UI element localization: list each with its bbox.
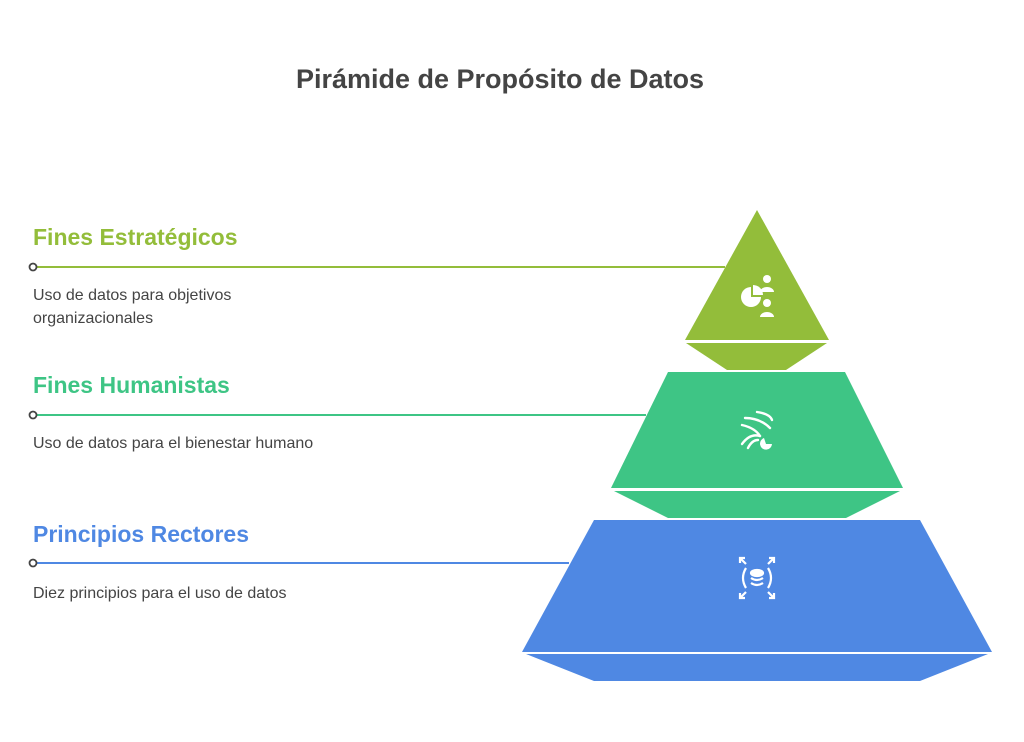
pyramid-level-principles — [522, 520, 992, 681]
pyramid-level-strategic — [685, 210, 829, 370]
connector-strategic — [28, 262, 725, 272]
data-flow-pie-icon — [740, 410, 774, 450]
level-description-strategic: Uso de datos para objetivos organizacion… — [33, 287, 232, 327]
connector-principles — [28, 558, 569, 568]
level-description-principles: Diez principios para el uso de datos — [33, 585, 287, 602]
pie-chart-people-icon — [741, 275, 774, 317]
connector-humanist — [28, 410, 646, 420]
database-expand-icon — [738, 556, 776, 600]
level-heading-strategic: Fines Estratégicos — [33, 224, 238, 250]
pyramid-level-humanist — [611, 372, 903, 518]
page-title: Pirámide de Propósito de Datos — [295, 64, 705, 94]
level-heading-humanist: Fines Humanistas — [33, 372, 230, 398]
level-description-humanist: Uso de datos para el bienestar humano — [33, 435, 314, 452]
level-heading-principles: Principios Rectores — [33, 521, 250, 547]
